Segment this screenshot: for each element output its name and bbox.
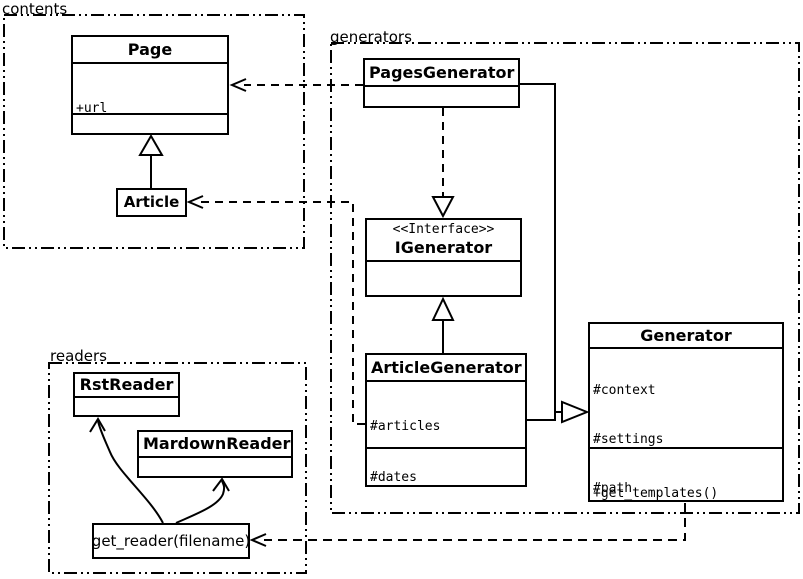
attribute: #dates <box>370 470 417 485</box>
contents-package-border <box>3 14 305 249</box>
generalization-generators-to-generator <box>520 83 590 424</box>
attribute: +url <box>76 101 108 116</box>
interface-stereotype: <<Interface>> <box>392 222 495 237</box>
generators-package-label: generators <box>330 28 412 46</box>
arrow-getreader-to-mardownreader <box>175 477 230 524</box>
attribute: #articles <box>370 419 441 434</box>
class-pagesgenerator-attributes: #pages <box>365 87 518 106</box>
arrow-getreader-to-rstreader <box>89 417 164 524</box>
class-page-title: Page <box>73 37 227 64</box>
class-mardownreader-title: MardownReader <box>139 432 291 458</box>
class-page-methods: +check_properties() <box>73 115 227 133</box>
class-article-title: Article <box>123 193 180 211</box>
class-igenerator-methods: +generate_context() +generate_output() <box>367 262 520 295</box>
class-generator-title: Generator <box>590 324 782 349</box>
class-igenerator-name: IGenerator <box>394 238 493 257</box>
class-articlegenerator-title: ArticleGenerator <box>367 355 525 382</box>
readers-package-label: readers <box>50 347 107 365</box>
attribute: #settings <box>593 432 664 448</box>
readers-package-border <box>48 362 307 574</box>
class-mardownreader: MardownReader +read() <box>137 430 293 478</box>
class-generator-attributes: #context #settings #path #theme #output_… <box>590 349 782 496</box>
class-page-attributes: +url +slug +summary <box>73 64 227 116</box>
method: +generate_feeds() <box>370 485 522 487</box>
class-rstreader: RstReader +read() <box>73 372 180 417</box>
class-generator: Generator #context #settings #path #them… <box>588 322 784 502</box>
class-article: Article <box>116 188 187 217</box>
generalization-articlegenerator-to-igenerator <box>431 296 455 353</box>
class-pagesgenerator-title: PagesGenerator <box>365 60 518 87</box>
attribute: #path <box>593 480 633 496</box>
method: +get_templates() <box>593 486 719 501</box>
class-articlegenerator: ArticleGenerator #articles #dates #tags … <box>365 353 527 487</box>
contents-package-label: contents <box>2 0 68 18</box>
dependency-pagesgenerator-to-page <box>229 78 363 92</box>
node-get-reader: get_reader(filename) <box>92 523 250 559</box>
class-generator-methods: +get_templates() +get_files(path,exclude… <box>590 449 782 501</box>
realization-pagesgenerator-to-igenerator <box>431 108 455 219</box>
generalization-article-to-page <box>138 134 164 188</box>
class-articlegenerator-attributes: #articles #dates #tags #categories <box>367 382 525 485</box>
class-igenerator: <<Interface>> IGenerator +generate_conte… <box>365 218 522 297</box>
class-rstreader-methods: +read() <box>75 398 178 415</box>
class-page: Page +url +slug +summary +check_properti… <box>71 35 229 135</box>
dependency-articlegenerator-to-article <box>186 195 365 425</box>
attribute: #context <box>593 383 656 399</box>
class-rstreader-title: RstReader <box>75 374 178 398</box>
generators-package-border <box>330 42 800 514</box>
dependency-generator-to-getreader <box>249 503 686 547</box>
class-pagesgenerator: PagesGenerator #pages <box>363 58 520 108</box>
class-igenerator-title: <<Interface>> IGenerator <box>367 220 520 262</box>
class-mardownreader-methods: +read() <box>139 458 291 476</box>
